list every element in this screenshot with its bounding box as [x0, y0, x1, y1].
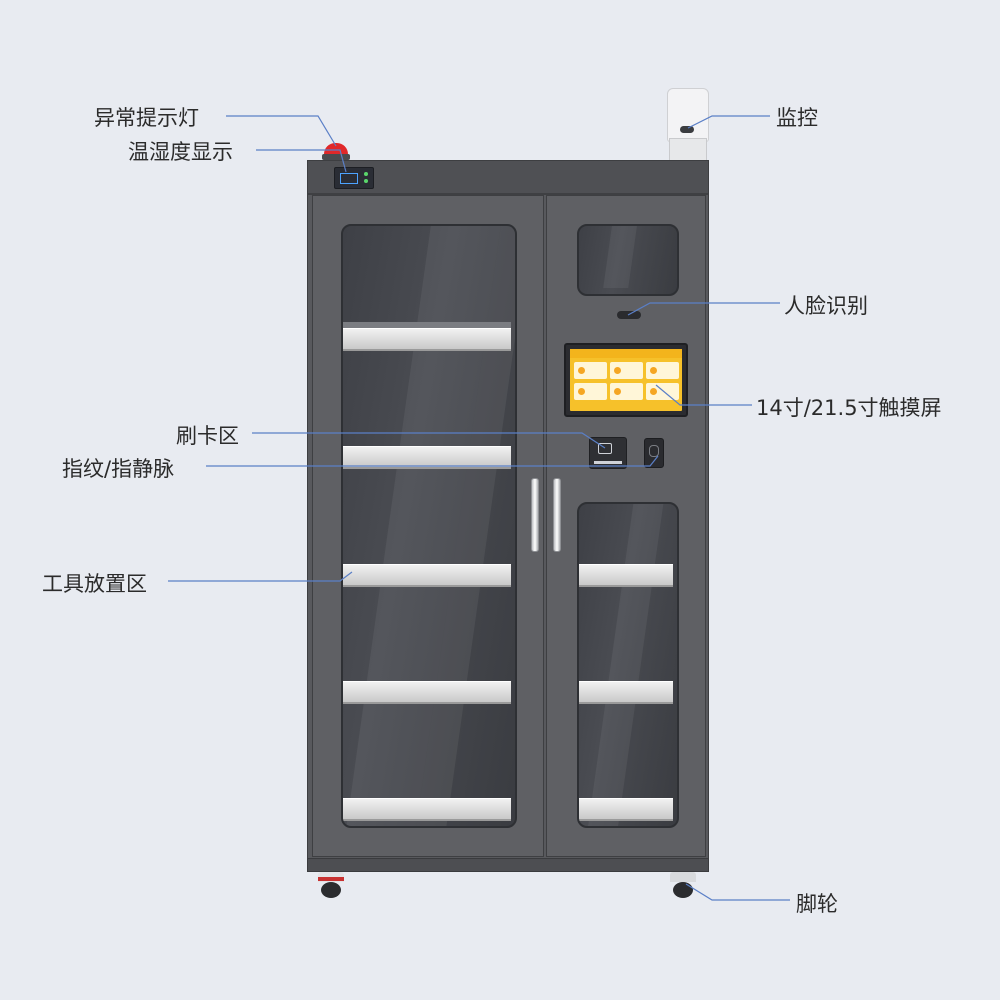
leader-line-tools — [168, 571, 353, 582]
caster-wheel — [321, 882, 341, 898]
leader-line-casters — [685, 883, 790, 901]
label-alarm-light: 异常提示灯 — [94, 106, 199, 130]
screen-tile — [646, 383, 679, 400]
label-face-recognition: 人脸识别 — [784, 294, 868, 318]
left-door-glass — [341, 224, 517, 828]
cabinet-top-panel — [308, 161, 708, 195]
screen-tile — [574, 362, 607, 379]
display-indicator — [364, 179, 368, 183]
fingerprint-icon[interactable] — [644, 438, 664, 468]
shelf — [579, 681, 673, 704]
camera-icon — [665, 88, 710, 162]
card-icon — [598, 443, 612, 454]
right-door-upper-glass — [577, 224, 679, 296]
leader-line-fingerprint — [206, 455, 659, 467]
screen-header-bar — [570, 349, 682, 358]
screen-tile — [574, 383, 607, 400]
label-tool-storage: 工具放置区 — [42, 572, 147, 596]
label-fingerprint: 指纹/指静脉 — [62, 457, 175, 481]
caster-wheel-icon — [318, 872, 344, 898]
leader-line-camera — [687, 115, 770, 129]
caster-body — [670, 872, 696, 882]
screen-tile — [646, 362, 679, 379]
camera-mount — [669, 138, 707, 162]
display-segment — [340, 173, 358, 184]
shelf-back — [343, 322, 511, 328]
left-door — [312, 195, 544, 857]
label-temp-humidity: 温湿度显示 — [128, 140, 233, 164]
temp-humidity-display — [334, 167, 374, 189]
display-indicator — [364, 172, 368, 176]
door-handle[interactable] — [553, 478, 561, 552]
leader-line-alarm — [226, 115, 337, 147]
right-door-lower-glass — [577, 502, 679, 828]
right-door — [546, 195, 706, 857]
label-monitoring: 监控 — [776, 106, 818, 130]
shelf — [343, 681, 511, 704]
alarm-light-base — [322, 154, 350, 160]
caster-stripe — [318, 877, 344, 881]
label-casters: 脚轮 — [796, 892, 838, 916]
caster-wheel-icon — [670, 872, 696, 898]
cabinet-base — [307, 858, 709, 872]
shelf — [343, 564, 511, 587]
leader-line-face — [627, 302, 780, 316]
label-touch-screen: 14寸/21.5寸触摸屏 — [756, 396, 942, 420]
shelf — [343, 798, 511, 821]
touch-screen-display — [570, 349, 682, 411]
shelf — [343, 446, 511, 469]
shelf — [343, 328, 511, 351]
shelf — [579, 564, 673, 587]
touch-screen[interactable] — [564, 343, 688, 417]
camera-lens — [680, 126, 694, 133]
card-reader-caption — [594, 461, 622, 464]
leader-line-card — [252, 432, 606, 449]
screen-tile — [610, 383, 643, 400]
leader-line-screen — [655, 384, 752, 406]
label-card-area: 刷卡区 — [176, 424, 239, 448]
caster-wheel — [673, 882, 693, 898]
door-handle[interactable] — [531, 478, 539, 552]
shelf — [579, 798, 673, 821]
tool-cabinet — [307, 160, 709, 872]
screen-tile — [610, 362, 643, 379]
camera-housing — [667, 88, 709, 142]
leader-line-display — [256, 149, 347, 173]
